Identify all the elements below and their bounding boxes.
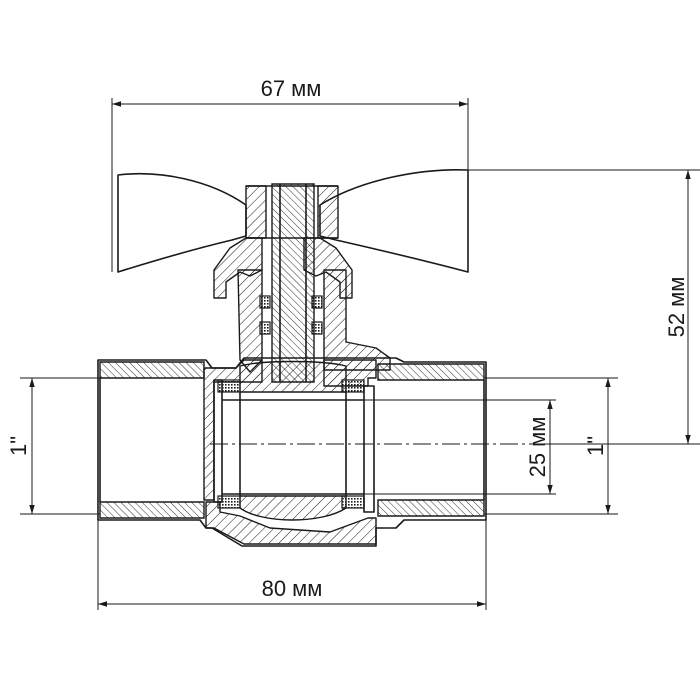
nut-right — [317, 185, 339, 239]
dim-height: 52 мм — [468, 169, 700, 445]
dim-handle-width: 67 мм — [111, 76, 469, 272]
housing-right — [323, 269, 391, 371]
stem-oring-2 — [259, 321, 271, 335]
seal-bottom-left — [217, 495, 241, 509]
dim-thread-left: 1" — [6, 377, 100, 515]
housing-left — [237, 269, 263, 373]
dim-label-1in-right: 1" — [583, 436, 608, 456]
seal-top-left — [217, 379, 241, 393]
valve-stem — [271, 183, 315, 383]
stem-oring-3 — [311, 295, 323, 309]
dim-label-67: 67 мм — [261, 76, 322, 101]
body-lower-wall — [205, 501, 377, 545]
dim-label-1in-left: 1" — [6, 436, 31, 456]
left-seat-insert — [213, 379, 223, 503]
ball-bottom — [239, 495, 347, 521]
left-port-top-wall — [99, 361, 205, 379]
dim-label-25: 25 мм — [525, 417, 550, 478]
right-seat-insert — [363, 385, 375, 513]
dim-thread-right: 1" — [484, 377, 618, 515]
stem-body — [271, 183, 315, 383]
dim-bore: 25 мм — [364, 399, 556, 495]
dim-label-80: 80 мм — [262, 576, 323, 601]
right-port-top-wall — [377, 363, 485, 381]
dim-length: 80 мм — [97, 520, 487, 610]
stem-oring-4 — [311, 321, 323, 335]
dim-label-52: 52 мм — [664, 277, 689, 338]
nut-left — [245, 185, 267, 239]
stem-oring-1 — [259, 295, 271, 309]
ball-top — [239, 360, 347, 393]
valve-body — [97, 357, 487, 547]
left-port-bottom-wall — [99, 501, 205, 519]
right-port-bottom-wall — [377, 499, 485, 517]
